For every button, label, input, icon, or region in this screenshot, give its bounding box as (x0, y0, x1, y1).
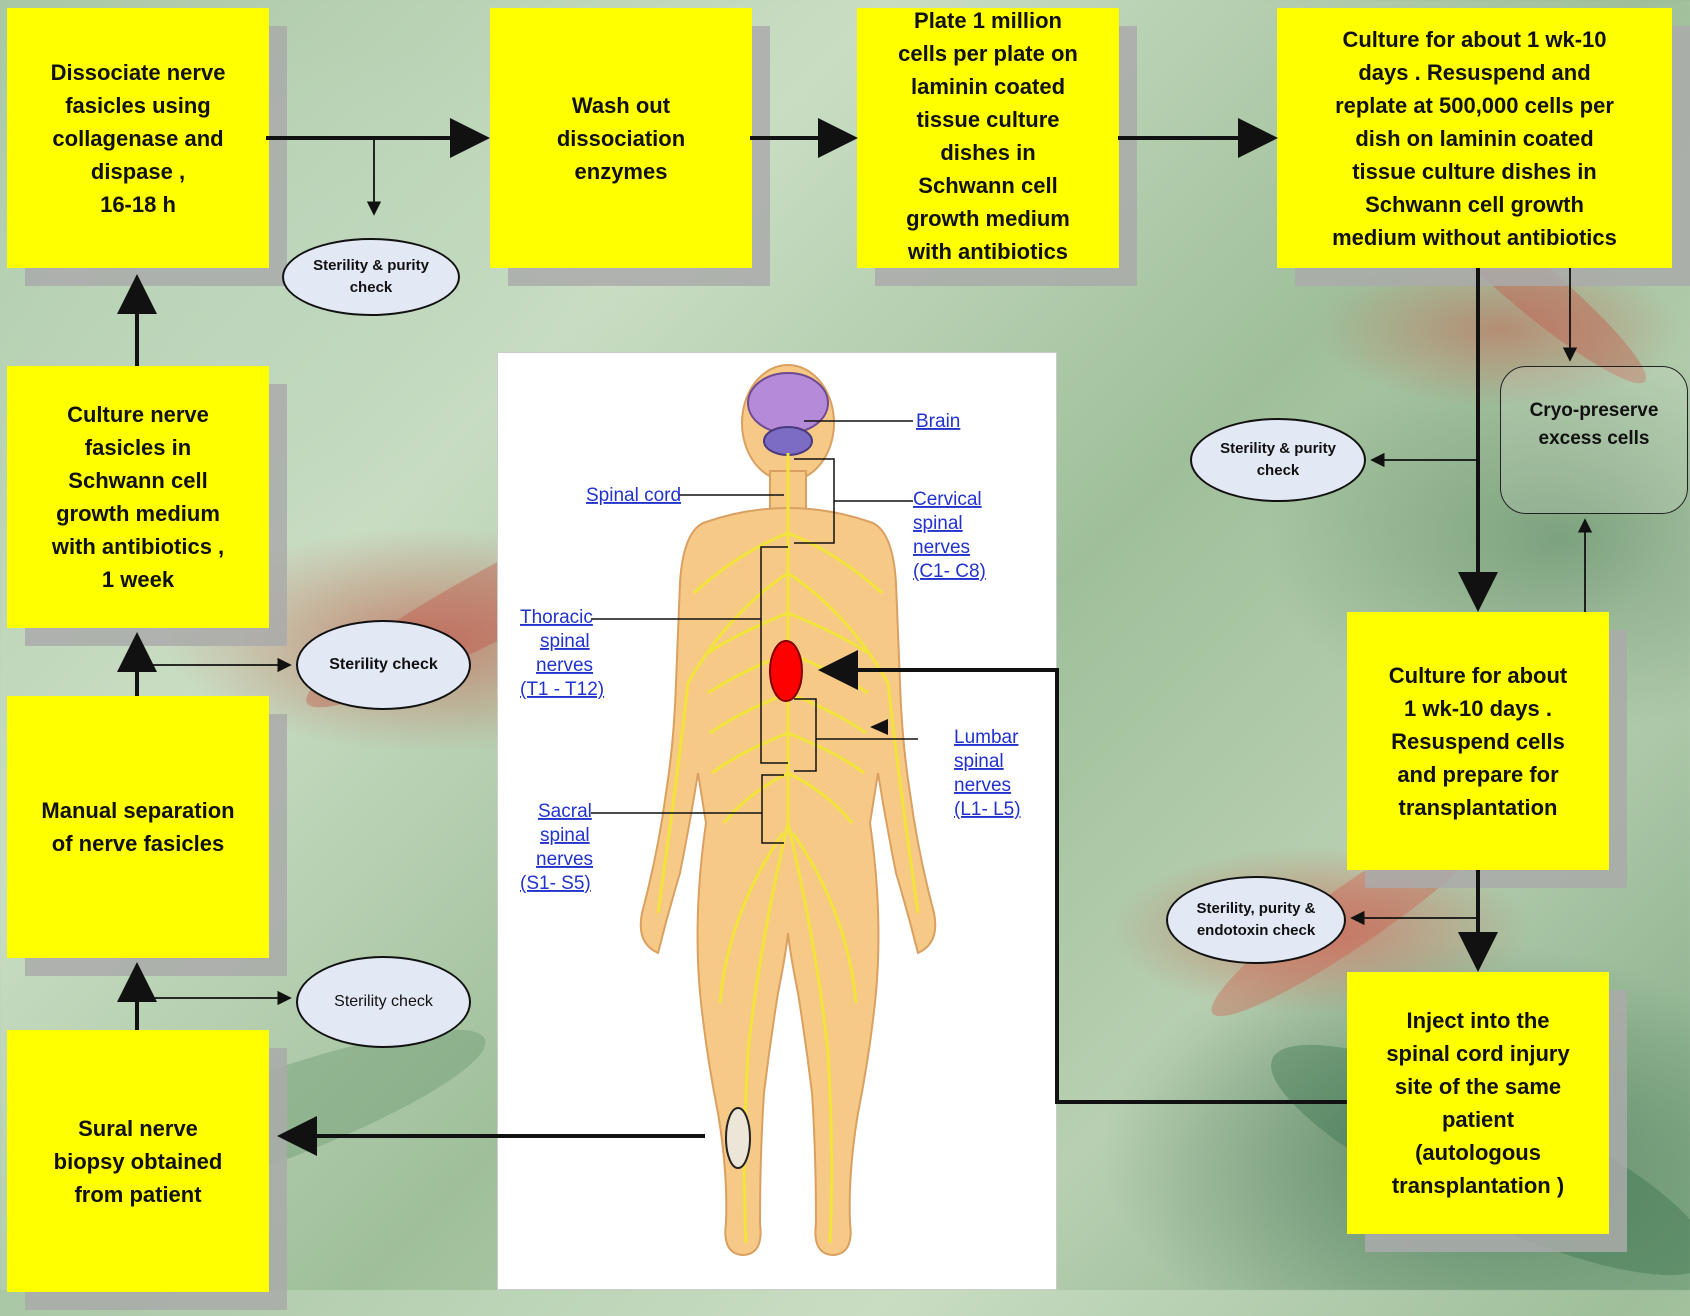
step-culture-prepare: Culture for about 1 wk-10 days . Resuspe… (1347, 612, 1609, 870)
label-sacral-2: spinal (540, 825, 590, 846)
label-spinal-cord: Spinal cord (586, 485, 681, 506)
step-inject: Inject into the spinal cord injury site … (1347, 972, 1609, 1234)
label-sacral-4: (S1- S5) (520, 873, 591, 894)
step-plate: Plate 1 million cells per plate on lamin… (857, 8, 1119, 268)
step-cryo-preserve: Cryo-preserve excess cells (1500, 366, 1688, 514)
label-cervical-2: spinal (913, 513, 963, 534)
step-wash: Wash out dissociation enzymes (490, 8, 752, 268)
spinal-injury-site (770, 641, 802, 701)
label-thoracic-3: nerves (536, 655, 593, 676)
check-sterility-purity-top: Sterility & purity check (282, 238, 460, 316)
nervous-system-illustration: Brain Spinal cord Cervical spinal nerves… (497, 352, 1057, 1290)
label-thoracic-2: spinal (540, 631, 590, 652)
label-thoracic-1: Thoracic (520, 607, 593, 628)
brain-icon (748, 373, 828, 433)
check-sterility-purity-endotoxin: Sterility, purity & endotoxin check (1166, 876, 1346, 964)
label-brain: Brain (916, 411, 960, 432)
sural-nerve-biopsy-site (726, 1108, 750, 1168)
label-lumbar-4: (L1- L5) (954, 799, 1021, 820)
label-lumbar-3: nerves (954, 775, 1011, 796)
label-lumbar-2: spinal (954, 751, 1004, 772)
label-cervical-1: Cervical (913, 489, 982, 510)
check-sterility-purity-right: Sterility & purity check (1190, 418, 1366, 502)
step-sural-biopsy: Sural nerve biopsy obtained from patient (7, 1030, 269, 1292)
label-lumbar-1: Lumbar (954, 727, 1019, 748)
step-manual-separation: Manual separation of nerve fasicles (7, 696, 269, 958)
step-culture-fasicles: Culture nerve fasicles in Schwann cell g… (7, 366, 269, 628)
label-cervical-3: nerves (913, 537, 970, 558)
body-figure: Brain Spinal cord Cervical spinal nerves… (498, 353, 1058, 1291)
cerebellum-icon (764, 427, 812, 455)
check-sterility-lower: Sterility check (296, 956, 471, 1048)
label-sacral-1: Sacral (538, 801, 592, 822)
step-dissociate: Dissociate nerve fasicles using collagen… (7, 8, 269, 268)
step-culture-replate: Culture for about 1 wk-10 days . Resuspe… (1277, 8, 1672, 268)
label-sacral-3: nerves (536, 849, 593, 870)
check-sterility-upper: Sterility check (296, 620, 471, 710)
label-cervical-4: (C1- C8) (913, 561, 986, 582)
label-thoracic-4: (T1 - T12) (520, 679, 604, 700)
